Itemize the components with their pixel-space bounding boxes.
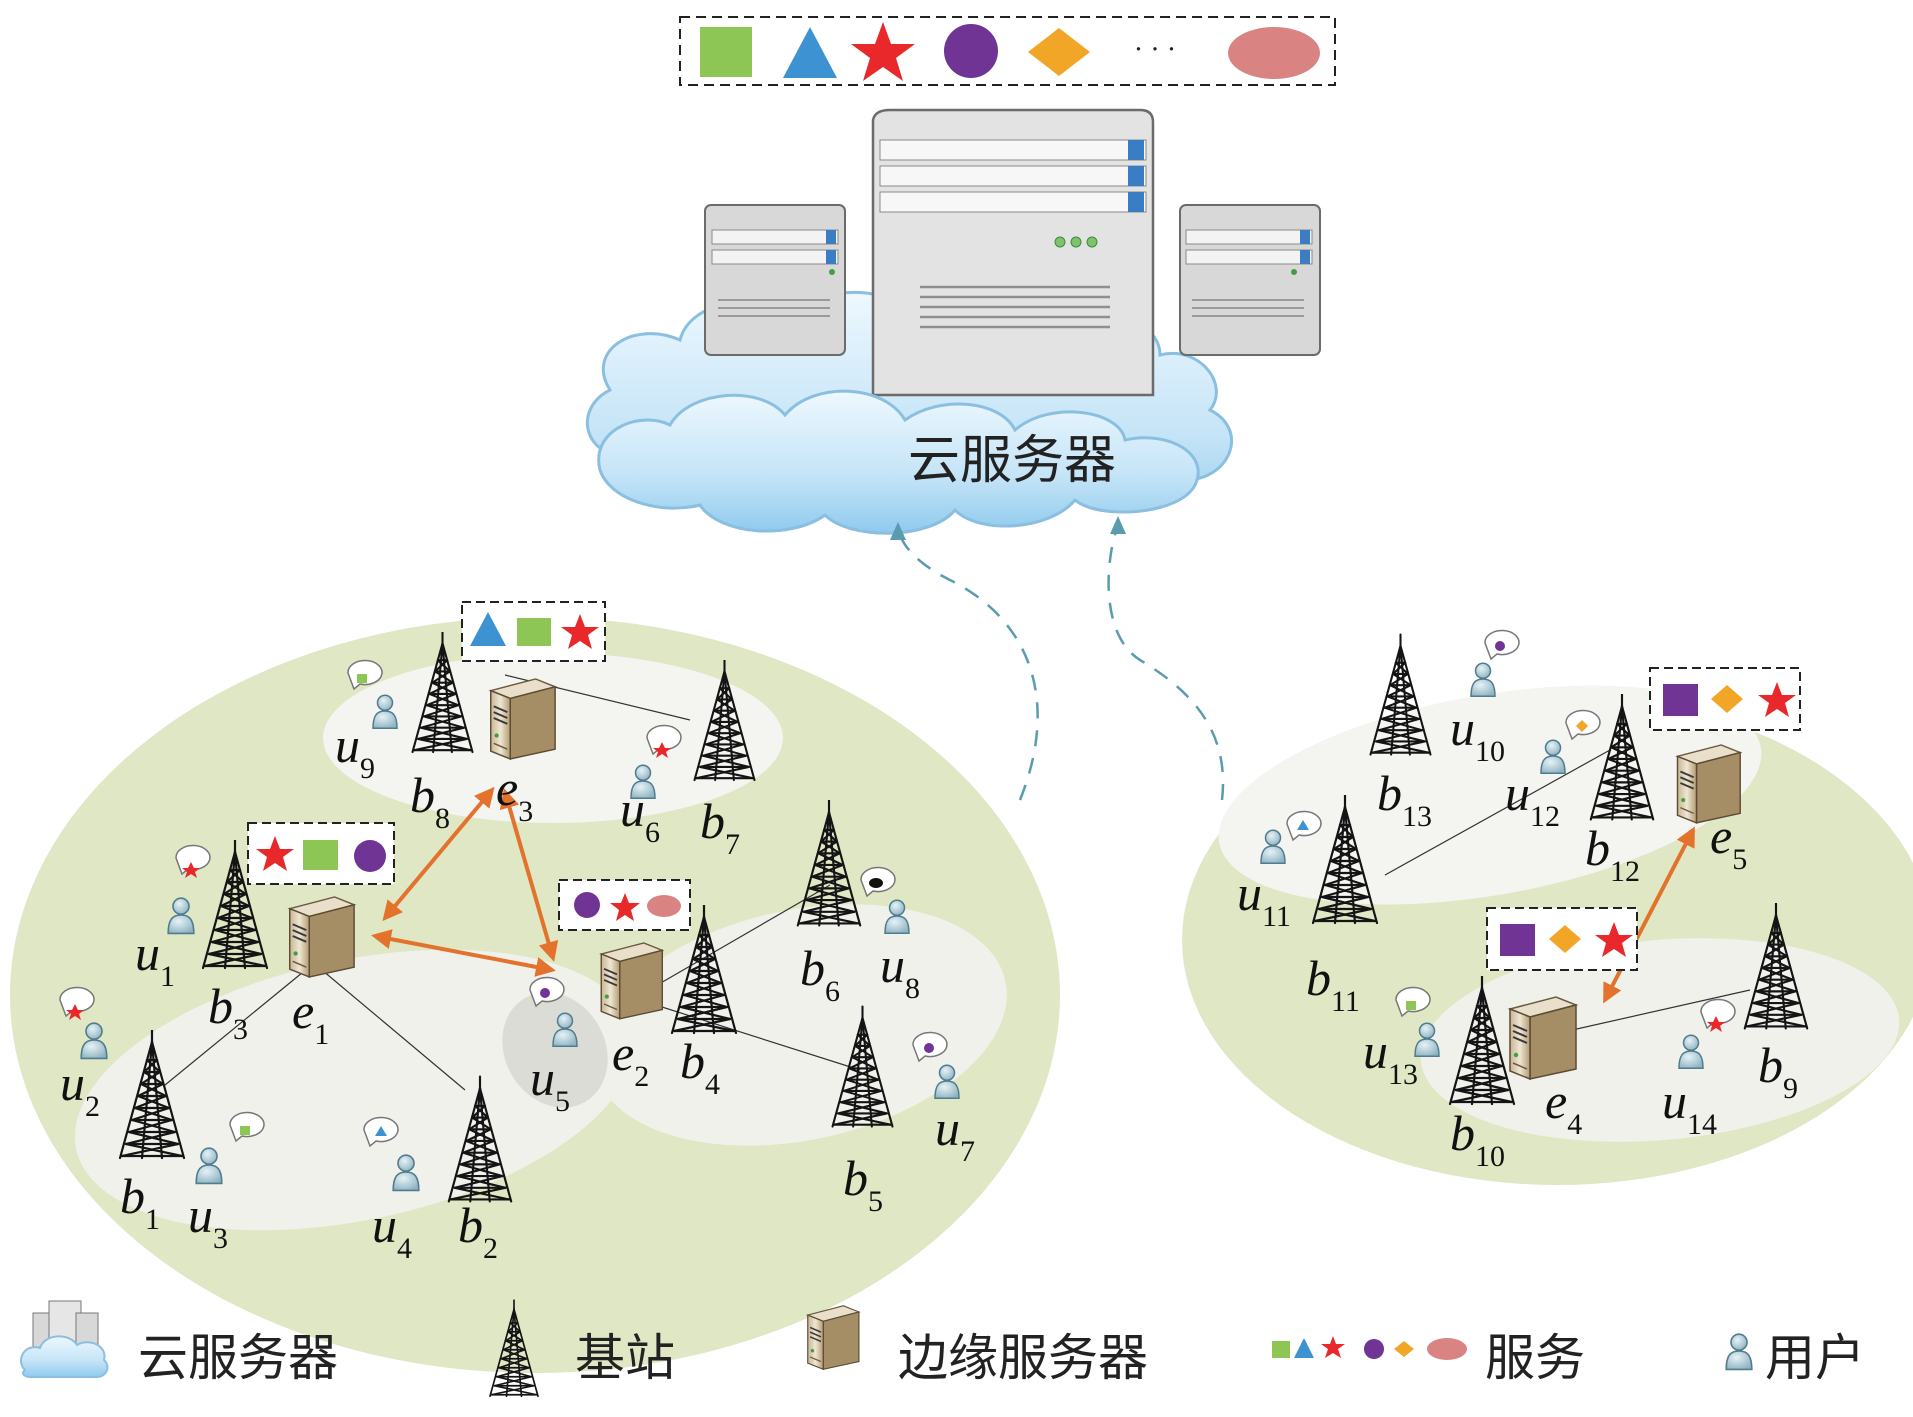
user-label-14: u14 [1662,1073,1717,1141]
base-station-label-9: b9 [1758,1037,1798,1105]
base-station-label-5: b5 [843,1150,883,1218]
arrow-e1-e2 [371,929,556,977]
cell-e2 [593,904,1007,1146]
service-triangle-icon [470,612,506,646]
edge-server-icon [288,895,356,978]
base-station-label-2: b2 [458,1197,498,1265]
cache-e4 [1486,907,1638,971]
service-star-icon [561,614,599,649]
service-star-icon [610,893,640,921]
service-star-icon [256,836,294,871]
base-station-label-7: b7 [700,793,740,861]
cache-e2 [558,879,691,931]
user-label-7: u7 [935,1100,975,1168]
service-circle-icon [944,24,998,78]
user-label-6: u6 [620,781,660,849]
edge-server-icon [489,677,557,760]
edge-server-label-4: e4 [1545,1073,1582,1141]
user-label-2: u2 [60,1055,100,1123]
legend-service-icons [1272,1336,1467,1360]
user-label-10: u10 [1450,700,1505,768]
legend-cloud-icon [20,1300,109,1379]
user-label-1: u1 [135,925,175,993]
user-label-3: u3 [188,1187,228,1255]
service-circle-icon [354,840,386,872]
service-diamond-icon [1711,685,1743,713]
service-ellipse-icon [1228,27,1320,79]
base-station-label-8: b8 [410,767,450,835]
service-ellipsis: · · · [1134,35,1175,65]
edge-links [371,786,1695,1004]
edge-server-label-3: e3 [496,760,533,828]
arrow-e1-e3 [382,786,495,922]
edge-service-caches [247,601,1801,971]
cloud-server-right [1179,204,1321,356]
service-triangle-icon [783,27,837,78]
legend: 云服务器 基站 边缘服务器 服务 用户 [20,1299,1865,1398]
service-star-icon [1758,682,1796,717]
base-station-label-4: b4 [680,1033,720,1101]
cache-e3 [461,601,606,662]
service-square-icon [1663,684,1698,716]
base-station-label-1: b1 [120,1168,160,1236]
service-requests [59,629,1736,1148]
service-diamond-icon [1549,925,1581,953]
edge-server-label-2: e2 [612,1025,649,1093]
legend-edge-server-icon [806,1304,860,1371]
edge-server-icon [1508,995,1578,1081]
edge-server-label-5: e5 [1710,808,1747,876]
service-square-icon [517,618,551,646]
service-star-icon [1595,922,1633,957]
service-square-icon [1500,924,1535,956]
edge-server-icon [600,941,664,1020]
cloud-server-group: 云服务器 [585,108,1321,535]
service-square-icon [303,840,338,870]
base-station-label-13: b13 [1377,765,1432,833]
base-station-label-12: b12 [1585,820,1640,888]
service-star-icon [851,22,915,81]
node-labels: e1 e2 e3 e4 e5 b1 b2 b3 b4 b5 b6 b7 b8 b9 b10 b11 b12 b13… [60,700,1798,1265]
legend-service-label: 服务 [1485,1329,1585,1387]
legend-user-icon [1725,1333,1753,1371]
dashed-link-left [896,526,1039,801]
service-diamond-icon [1028,28,1090,76]
base-station-label-6: b6 [800,940,840,1008]
cache-e1 [247,822,395,885]
legend-edge-server-label: 边缘服务器 [898,1329,1148,1387]
dashed-link-right [1107,524,1225,801]
service-ellipse-icon [647,895,681,917]
cloud-server-left [704,204,846,356]
overlap-u5 [502,992,608,1108]
arrow-e5-e4 [1603,826,1695,1004]
cloud-label: 云服务器 [908,431,1116,491]
user-icon [1470,662,1496,698]
user-label-5: u5 [530,1050,570,1118]
base-station-label-11: b11 [1306,950,1360,1018]
cloud-links [896,524,1225,801]
legend-base-station-label: 基站 [575,1329,675,1387]
user-label-4: u4 [372,1197,412,1265]
user-label-11: u11 [1237,865,1291,933]
user-label-12: u12 [1505,765,1560,833]
edge-server-label-1: e1 [292,983,329,1051]
user-label-13: u13 [1363,1023,1418,1091]
service-square-icon [700,27,752,77]
cloud-server-main [871,108,1155,397]
service-circle-icon [574,892,600,918]
cache-e5 [1649,667,1801,731]
base-station-label-10: b10 [1450,1105,1505,1173]
user-label-8: u8 [880,937,920,1005]
user-label-9: u9 [335,717,375,785]
cloud-service-box: · · · [679,16,1336,86]
legend-cloud-server-label: 云服务器 [138,1329,338,1387]
legend-user-label: 用户 [1765,1329,1865,1387]
base-station-label-3: b3 [208,978,248,1046]
cell-e4 [1420,938,1900,1142]
